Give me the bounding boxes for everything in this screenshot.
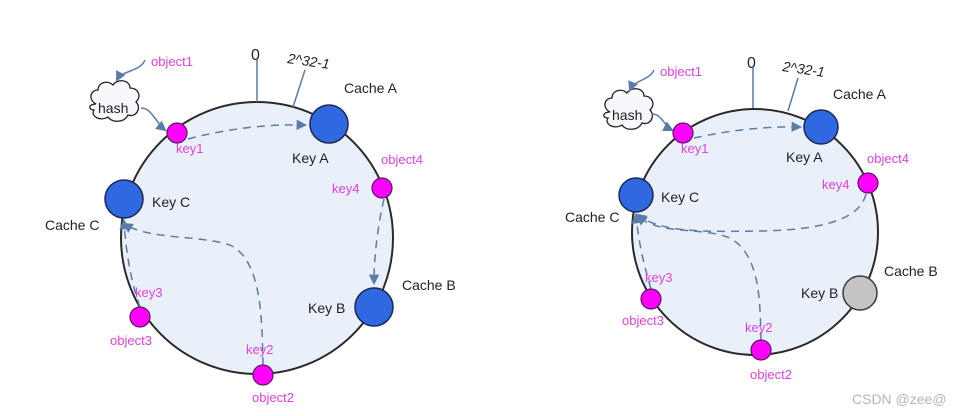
object4-label: object4 [381, 152, 423, 167]
object1-label: object1 [660, 64, 702, 79]
key-a-label: Key A [292, 150, 329, 166]
cache-b-node [354, 287, 394, 327]
hash-cloud-icon: hash [603, 88, 654, 130]
cache-a-node [803, 109, 839, 145]
key1-node [166, 122, 188, 144]
key2-label: key2 [745, 320, 772, 335]
max-label: 2^32-1 [286, 50, 331, 72]
object2-label: object2 [252, 390, 294, 405]
object3-label: object3 [622, 313, 664, 328]
zero-label: 0 [251, 47, 260, 64]
key4-label: key4 [822, 177, 849, 192]
hash-ring [120, 101, 394, 375]
key4-node [371, 177, 393, 199]
watermark: CSDN @zee@ [852, 391, 947, 407]
key2-label: key2 [246, 342, 273, 357]
key-b-label: Key B [801, 285, 838, 301]
key1-node [672, 122, 694, 144]
key3-label: key3 [135, 285, 162, 300]
cache-b-label: Cache B [884, 263, 938, 279]
cache-c-label: Cache C [565, 209, 619, 225]
max-tick [292, 69, 306, 108]
key-a-label: Key A [786, 149, 823, 165]
key2-node [252, 364, 274, 386]
key4-to-keyC-arrow [636, 193, 867, 233]
key4-node [857, 172, 879, 194]
hash-label: hash [612, 107, 642, 123]
ring-diagram-after: 0 2^32-1 hash object1 Cache A Key A Cach… [565, 55, 938, 382]
cache-c-label: Cache C [45, 217, 99, 233]
key3-node [129, 306, 151, 328]
object1-to-hash-arrow [628, 69, 655, 92]
key4-label: key4 [332, 181, 359, 196]
object1-label: object1 [151, 54, 193, 69]
key1-to-keyA-arrow [187, 119, 308, 140]
max-tick [787, 77, 799, 112]
object4-label: object4 [867, 151, 909, 166]
cache-b-node-removed [842, 275, 878, 311]
key-c-label: Key C [661, 189, 699, 205]
key4-to-keyB-arrow [368, 198, 385, 286]
hash-label: hash [98, 100, 128, 116]
key2-node [750, 339, 772, 361]
zero-label: 0 [747, 55, 756, 72]
hash-ring [631, 108, 879, 356]
object3-label: object3 [110, 333, 152, 348]
cache-b-label: Cache B [402, 277, 456, 293]
ring-diagram-before: 0 2^32-1 hash object1 Cache A Key A Cach… [45, 47, 456, 405]
cache-c-node [618, 177, 654, 213]
key1-label: key1 [176, 141, 203, 156]
object1-to-hash-arrow [116, 59, 146, 82]
object2-label: object2 [750, 367, 792, 382]
hash-to-key1-arrow [651, 113, 674, 131]
cache-c-node [104, 179, 144, 219]
key-c-label: Key C [152, 194, 190, 210]
key1-label: key1 [681, 141, 708, 156]
key3-label: key3 [645, 270, 672, 285]
hash-cloud-icon: hash [89, 80, 140, 122]
key-b-label: Key B [308, 300, 345, 316]
hash-to-key1-arrow [140, 107, 167, 132]
key3-to-keyC-arrow [119, 218, 141, 308]
max-label: 2^32-1 [781, 58, 826, 80]
key2-to-keyC-arrow [122, 222, 264, 366]
cache-a-node [309, 104, 349, 144]
cache-a-label: Cache A [833, 86, 887, 102]
key3-node [640, 288, 662, 310]
key3-to-keyC-arrow [631, 212, 652, 290]
cache-a-label: Cache A [344, 80, 398, 96]
